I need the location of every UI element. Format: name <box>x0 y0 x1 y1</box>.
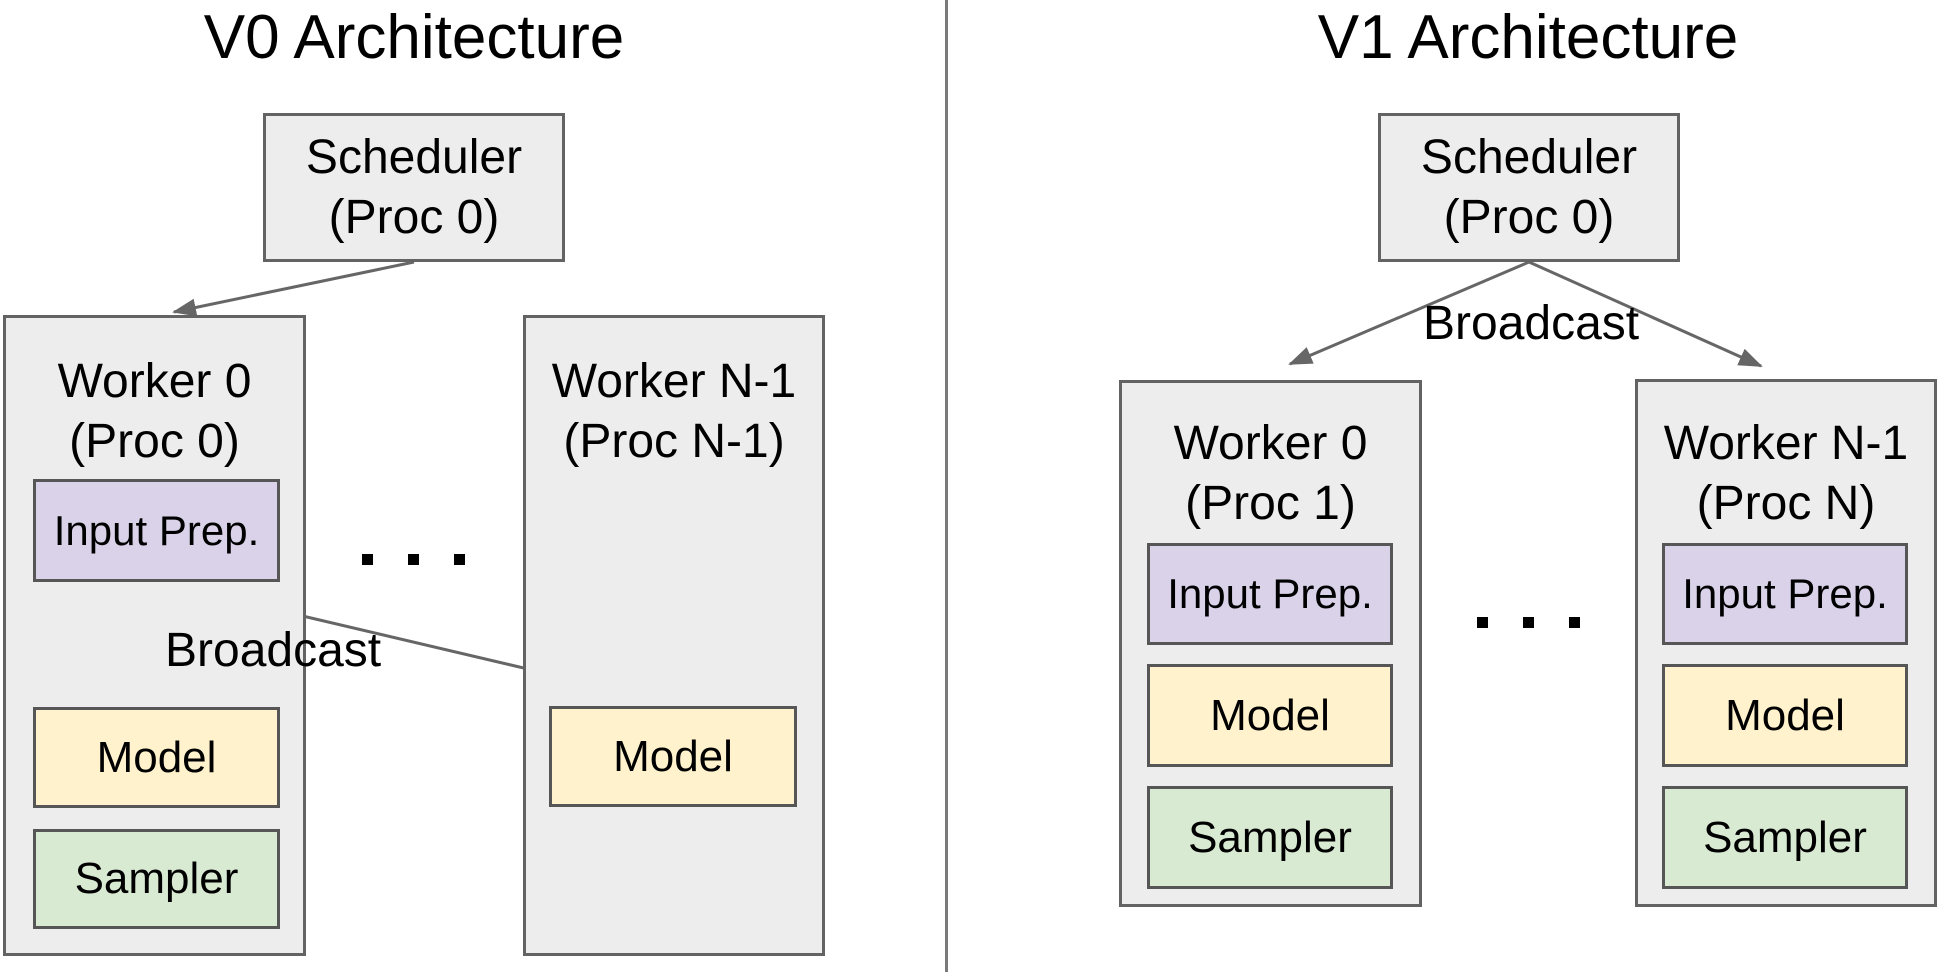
v0-worker0-name: Worker 0 <box>57 355 252 408</box>
dot-icon <box>1569 617 1580 628</box>
v0-ellipsis-icon <box>362 554 465 565</box>
v1-worker0-sampler-box: Sampler <box>1147 786 1393 889</box>
v0-workerN-label: Worker N-1 (Proc N-1) <box>523 352 825 472</box>
v1-worker0-proc: (Proc 1) <box>1185 477 1356 530</box>
v0-scheduler-box: Scheduler (Proc 0) <box>263 113 565 262</box>
v0-scheduler-name: Scheduler <box>305 130 523 184</box>
v0-title: V0 Architecture <box>203 3 625 72</box>
v0-broadcast-label: Broadcast <box>165 624 382 677</box>
v1-workerN-label: Worker N-1 (Proc N) <box>1635 414 1937 534</box>
v1-workerN-proc: (Proc N) <box>1696 477 1876 530</box>
v0-worker0-sampler-box: Sampler <box>33 829 280 929</box>
v1-scheduler-name: Scheduler <box>1420 130 1638 184</box>
v1-ellipsis-icon <box>1477 617 1580 628</box>
dot-icon <box>362 554 373 565</box>
dot-icon <box>1523 617 1534 628</box>
v0-scheduler-to-worker0-arrow <box>172 260 415 317</box>
v0-scheduler-proc: (Proc 0) <box>328 190 500 244</box>
v1-worker0-input-prep-box: Input Prep. <box>1147 543 1393 645</box>
v1-scheduler-proc: (Proc 0) <box>1443 190 1615 244</box>
v0-worker0-proc: (Proc 0) <box>69 415 240 468</box>
v0-workerN-box <box>523 315 825 956</box>
v1-workerN-name: Worker N-1 <box>1663 417 1909 470</box>
v1-workerN-input-prep-box: Input Prep. <box>1662 543 1908 645</box>
v1-worker0-model-box: Model <box>1147 664 1393 767</box>
v1-worker0-name: Worker 0 <box>1173 417 1368 470</box>
v1-workerN-sampler-box: Sampler <box>1662 786 1908 889</box>
dot-icon <box>408 554 419 565</box>
dot-icon <box>1477 617 1488 628</box>
v1-broadcast-label: Broadcast <box>1423 297 1640 350</box>
v0-workerN-model-box: Model <box>549 706 797 807</box>
v1-scheduler-box: Scheduler (Proc 0) <box>1378 113 1680 262</box>
section-divider <box>945 0 948 972</box>
dot-icon <box>454 554 465 565</box>
v0-workerN-proc: (Proc N-1) <box>563 415 785 468</box>
v0-workerN-name: Worker N-1 <box>551 355 797 408</box>
v0-worker0-label: Worker 0 (Proc 0) <box>3 352 306 472</box>
v1-workerN-model-box: Model <box>1662 664 1908 767</box>
v1-worker0-label: Worker 0 (Proc 1) <box>1119 414 1422 534</box>
v0-worker0-model-box: Model <box>33 707 280 808</box>
v1-title: V1 Architecture <box>1317 3 1739 72</box>
v0-worker0-input-prep-box: Input Prep. <box>33 479 280 582</box>
